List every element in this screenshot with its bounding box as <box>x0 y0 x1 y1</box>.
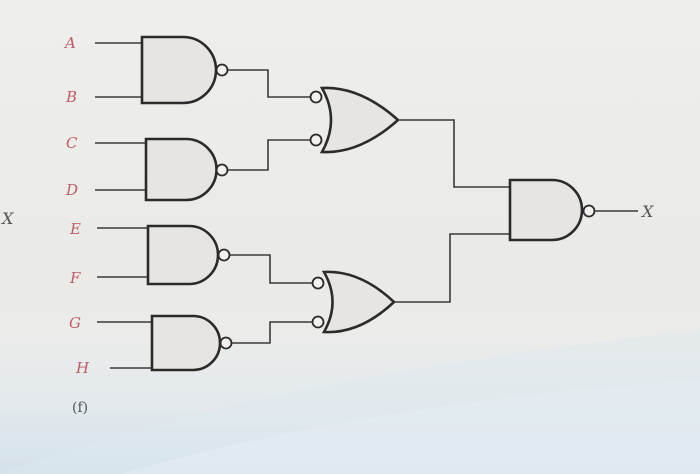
wire-g3-to-or2 <box>230 254 313 284</box>
wire-g2-to-or1 <box>228 139 311 171</box>
inversion-bubble <box>309 133 323 147</box>
nand-gate-4 <box>150 314 233 372</box>
inversion-bubble <box>215 163 229 177</box>
nand-gate-3 <box>146 224 231 286</box>
input-label-b: B <box>65 88 77 106</box>
nand-gate-1 <box>140 35 229 105</box>
or-gate-1 <box>309 86 400 154</box>
inversion-bubble <box>217 248 231 262</box>
inversion-bubble <box>309 90 323 104</box>
wire-g1-to-or1 <box>228 69 311 98</box>
input-label-e: E <box>69 220 81 238</box>
nand-gate-2 <box>144 137 229 202</box>
left-label: X <box>0 209 14 228</box>
output-label: X <box>640 202 654 221</box>
inversion-bubble <box>311 315 325 329</box>
wire-or1-to-output-gate <box>398 119 510 188</box>
inversion-bubble <box>215 63 229 77</box>
input-label-h: H <box>75 359 90 377</box>
input-label-c: C <box>66 134 78 152</box>
input-label-f: F <box>69 269 81 287</box>
input-label-a: A <box>63 34 76 52</box>
input-label-g: G <box>69 314 81 332</box>
inversion-bubble <box>582 204 596 218</box>
output-nand-gate <box>508 178 596 242</box>
wire-g4-to-or2 <box>232 321 313 344</box>
inversion-bubble <box>311 276 325 290</box>
inversion-bubble <box>219 336 233 350</box>
figure-caption: (f) <box>72 400 88 416</box>
or-gate-2 <box>311 270 396 334</box>
wire-or2-to-output-gate <box>394 233 510 303</box>
input-label-d: D <box>65 181 78 199</box>
